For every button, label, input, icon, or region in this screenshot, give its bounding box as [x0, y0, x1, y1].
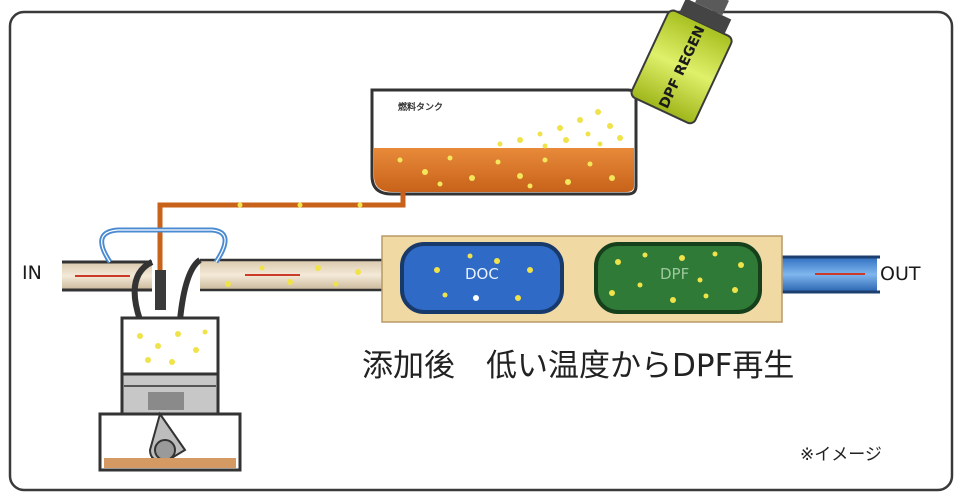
fuel-tank-label: 燃料タンク: [398, 103, 444, 113]
dpf-label: DPF: [660, 265, 690, 283]
injector: [155, 270, 166, 310]
engine-port-left: [131, 259, 154, 321]
dpf-unit: [594, 242, 762, 314]
particles-dpf: [609, 251, 744, 303]
doc-label: DOC: [465, 265, 499, 283]
particles-doc: [434, 253, 533, 301]
fuel-particles: [397, 155, 615, 189]
engine-crankcase: [98, 411, 242, 472]
intake-manifold-outline: [101, 229, 226, 263]
out-label: OUT: [880, 263, 921, 285]
fuel-line: [157, 192, 406, 280]
fuel-line-particles: [237, 202, 363, 208]
particle-white: [473, 295, 479, 301]
caption-text: 添加後 低い温度からDPF再生: [362, 348, 795, 384]
engine-piston: [120, 372, 220, 416]
additive-stream: [497, 109, 623, 149]
engine-port-right: [177, 257, 202, 321]
engine-cylinder: [120, 316, 220, 376]
in-label: IN: [22, 262, 42, 284]
additive-can: DPF REGEN: [630, 0, 733, 125]
particles-pipe: [225, 265, 361, 287]
image-note: ※イメージ: [800, 445, 882, 465]
doc-unit: [400, 242, 564, 314]
